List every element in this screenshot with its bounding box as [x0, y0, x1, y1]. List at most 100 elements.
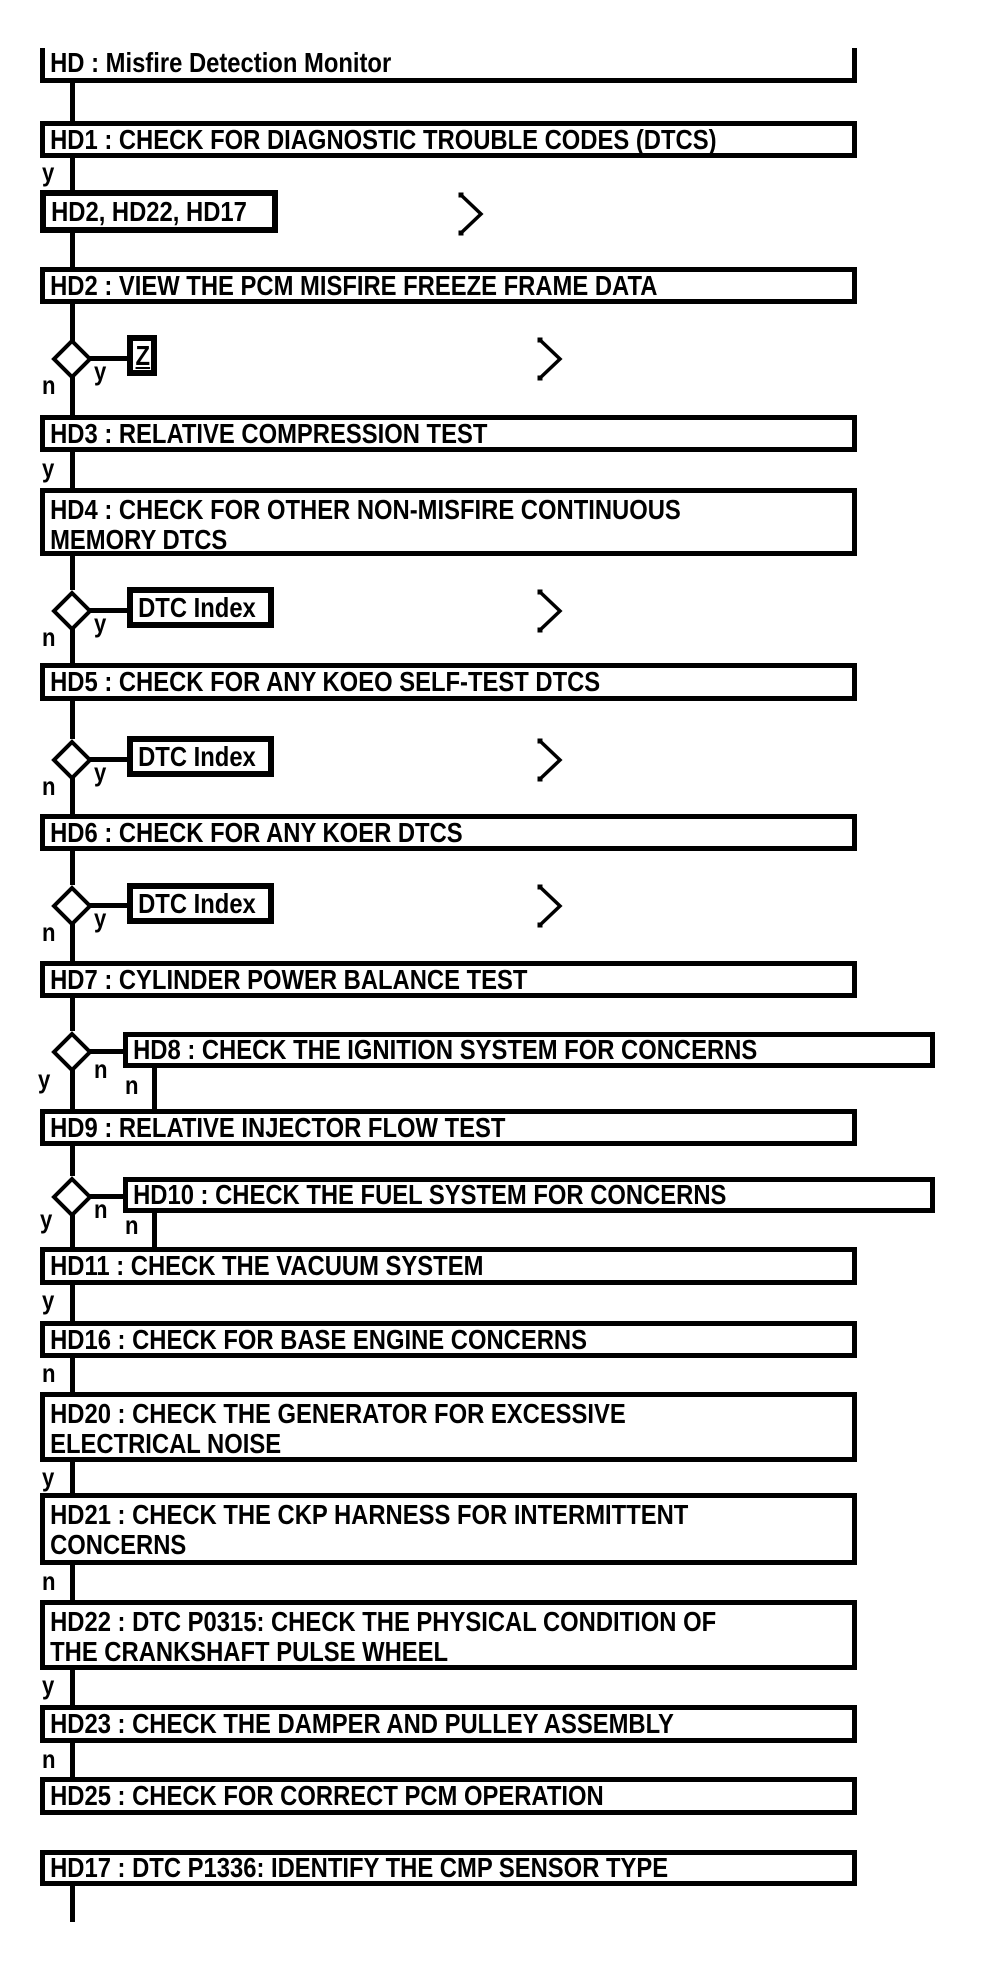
step-label-hd1: HD1 : CHECK FOR DIAGNOSTIC TROUBLE CODES… [50, 123, 717, 155]
step-label-hd22-line1: HD22 : DTC P0315: CHECK THE PHYSICAL CON… [50, 1606, 717, 1637]
decision-diamond-hd7 [51, 1031, 93, 1073]
connector-decision-hd3 [70, 376, 75, 415]
decision-diamond-hd9 [51, 1176, 93, 1218]
step-box-hd17[interactable]: HD17 : DTC P1336: IDENTIFY THE CMP SENSO… [40, 1850, 857, 1886]
connector-hd9-decision [70, 1146, 75, 1176]
step-label-hd4-line2: MEMORY DTCS [50, 524, 228, 555]
reference-box-dtc-index-3[interactable]: DTC Index [127, 883, 274, 924]
branch-label-yes: y [94, 608, 107, 638]
chevron-right-icon[interactable] [537, 737, 563, 783]
step-label-hd8: HD8 : CHECK THE IGNITION SYSTEM FOR CONC… [133, 1034, 758, 1065]
connector-decision-z [88, 356, 129, 361]
branch-label-no: n [42, 370, 56, 400]
connector-hd2-decision [70, 304, 75, 342]
connector-hd20-hd21 [70, 1462, 75, 1493]
branch-label-yes: y [42, 1670, 55, 1700]
connector-decision-hd8 [88, 1049, 125, 1054]
connector-decision-hd9 [70, 1070, 75, 1109]
connector-hd1-ref [70, 158, 75, 190]
connector-hd7-decision [70, 998, 75, 1031]
connector-decision-hd5 [70, 628, 75, 663]
step-box-hd23[interactable]: HD23 : CHECK THE DAMPER AND PULLEY ASSEM… [40, 1705, 857, 1743]
branch-label-no: n [42, 1358, 56, 1388]
chevron-right-icon[interactable] [537, 588, 563, 634]
step-box-hd5[interactable]: HD5 : CHECK FOR ANY KOEO SELF-TEST DTCS [40, 663, 857, 701]
branch-label-no: n [42, 622, 56, 652]
connector-hd5-decision [70, 701, 75, 739]
step-label-hd2: HD2 : VIEW THE PCM MISFIRE FREEZE FRAME … [50, 269, 658, 301]
step-label-hd11: HD11 : CHECK THE VACUUM SYSTEM [50, 1250, 484, 1281]
branch-label-no: n [42, 1744, 56, 1774]
step-box-hd10[interactable]: HD10 : CHECK THE FUEL SYSTEM FOR CONCERN… [123, 1177, 935, 1213]
connector-hd11-hd16 [70, 1285, 75, 1321]
step-label-hd4-line1: HD4 : CHECK FOR OTHER NON-MISFIRE CONTIN… [50, 494, 681, 525]
step-box-hd21[interactable]: HD21 : CHECK THE CKP HARNESS FOR INTERMI… [40, 1493, 857, 1565]
step-label-hd22-line2: THE CRANKSHAFT PULSE WHEEL [50, 1636, 449, 1667]
chevron-right-icon[interactable] [537, 883, 563, 929]
branch-label-yes: y [42, 1462, 55, 1492]
branch-label-no: n [42, 1566, 56, 1596]
step-box-hd2[interactable]: HD2 : VIEW THE PCM MISFIRE FREEZE FRAME … [40, 267, 857, 304]
connector-decision-dtc3 [88, 903, 129, 908]
step-box-hd22[interactable]: HD22 : DTC P0315: CHECK THE PHYSICAL CON… [40, 1600, 857, 1670]
connector-hd23-hd25 [70, 1743, 75, 1777]
step-label-hd17: HD17 : DTC P1336: IDENTIFY THE CMP SENSO… [50, 1852, 669, 1883]
step-box-hd4[interactable]: HD4 : CHECK FOR OTHER NON-MISFIRE CONTIN… [40, 488, 857, 556]
step-label-hd23: HD23 : CHECK THE DAMPER AND PULLEY ASSEM… [50, 1708, 674, 1739]
branch-label-yes: y [42, 453, 55, 483]
branch-label-yes: y [94, 356, 107, 386]
branch-label-yes: y [94, 757, 107, 787]
reference-label-dtc-index: DTC Index [138, 887, 256, 919]
reference-label-goto: HD2, HD22, HD17 [51, 195, 247, 227]
step-label-hd25: HD25 : CHECK FOR CORRECT PCM OPERATION [50, 1780, 604, 1811]
connector-decision-dtc1 [88, 608, 129, 613]
branch-label-no: n [94, 1054, 108, 1084]
reference-box-goto[interactable]: HD2, HD22, HD17 [40, 190, 278, 233]
step-box-hd6[interactable]: HD6 : CHECK FOR ANY KOER DTCS [40, 814, 857, 851]
step-box-hd25[interactable]: HD25 : CHECK FOR CORRECT PCM OPERATION [40, 1777, 857, 1815]
reference-label-dtc-index: DTC Index [138, 740, 256, 772]
connector-title-hd1 [70, 83, 75, 121]
step-label-hd16: HD16 : CHECK FOR BASE ENGINE CONCERNS [50, 1323, 587, 1355]
step-label-hd6: HD6 : CHECK FOR ANY KOER DTCS [50, 816, 463, 848]
connector-hd22-hd23 [70, 1670, 75, 1705]
branch-label-no: n [42, 771, 56, 801]
step-box-hd20[interactable]: HD20 : CHECK THE GENERATOR FOR EXCESSIVE… [40, 1392, 857, 1462]
decision-diamond-hd6 [51, 885, 93, 927]
reference-label-pinpoint-z: Z [135, 339, 151, 371]
connector-hd3-hd4 [70, 452, 75, 488]
reference-box-dtc-index-1[interactable]: DTC Index [127, 587, 274, 628]
chevron-right-icon[interactable] [458, 191, 484, 237]
decision-diamond-hd2 [51, 338, 93, 380]
step-label-hd10: HD10 : CHECK THE FUEL SYSTEM FOR CONCERN… [133, 1179, 727, 1210]
reference-box-dtc-index-2[interactable]: DTC Index [127, 736, 274, 777]
connector-hd21-hd22 [70, 1565, 75, 1600]
flowchart-title-bar: HD : Misfire Detection Monitor [40, 48, 857, 83]
step-box-hd16[interactable]: HD16 : CHECK FOR BASE ENGINE CONCERNS [40, 1321, 857, 1358]
connector-decision-hd6 [70, 777, 75, 814]
connector-hd17-out [70, 1886, 75, 1922]
decision-diamond-hd5 [51, 739, 93, 781]
step-box-hd11[interactable]: HD11 : CHECK THE VACUUM SYSTEM [40, 1247, 857, 1285]
branch-label-no: n [125, 1210, 139, 1240]
step-box-hd9[interactable]: HD9 : RELATIVE INJECTOR FLOW TEST [40, 1109, 857, 1146]
connector-decision-dtc2 [88, 757, 129, 762]
step-label-hd3: HD3 : RELATIVE COMPRESSION TEST [50, 417, 488, 449]
branch-label-yes: y [38, 1064, 51, 1094]
branch-label-no: n [94, 1194, 108, 1224]
connector-decision-hd10 [88, 1194, 125, 1199]
step-box-hd8[interactable]: HD8 : CHECK THE IGNITION SYSTEM FOR CONC… [123, 1032, 935, 1068]
step-label-hd7: HD7 : CYLINDER POWER BALANCE TEST [50, 963, 528, 995]
branch-label-no: n [125, 1070, 139, 1100]
connector-hd8-hd9 [152, 1068, 157, 1109]
branch-label-yes: y [42, 1285, 55, 1315]
chevron-right-icon[interactable] [537, 336, 563, 382]
step-box-hd7[interactable]: HD7 : CYLINDER POWER BALANCE TEST [40, 961, 857, 998]
connector-hd4-decision [70, 556, 75, 590]
step-box-hd3[interactable]: HD3 : RELATIVE COMPRESSION TEST [40, 415, 857, 452]
step-box-hd1[interactable]: HD1 : CHECK FOR DIAGNOSTIC TROUBLE CODES… [40, 121, 857, 158]
branch-label-yes: y [94, 903, 107, 933]
step-label-hd21-line2: CONCERNS [50, 1529, 187, 1560]
reference-box-pinpoint-z[interactable]: Z [127, 335, 157, 376]
